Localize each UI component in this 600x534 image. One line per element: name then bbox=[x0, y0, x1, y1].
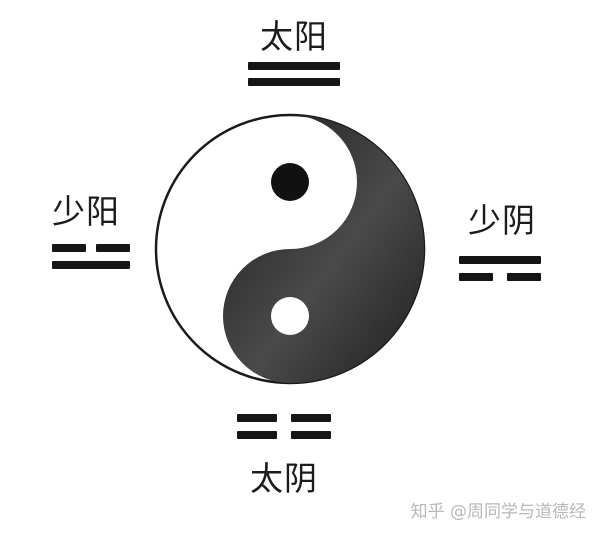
yin-eye-dot bbox=[271, 297, 309, 335]
symbol-line bbox=[291, 431, 331, 439]
symbol-line bbox=[248, 78, 340, 86]
symbol-line bbox=[237, 414, 277, 422]
yang-eye-dot bbox=[271, 163, 309, 201]
symbol-line bbox=[507, 273, 541, 281]
label-taiyang: 太阳 bbox=[260, 17, 328, 56]
symbol-line bbox=[52, 261, 130, 269]
symbol-line bbox=[52, 244, 86, 252]
symbol-line bbox=[291, 414, 331, 422]
symbol-line bbox=[459, 256, 541, 264]
label-taiyin: 太阴 bbox=[250, 459, 318, 498]
label-shaoyin: 少阴 bbox=[468, 201, 536, 240]
symbol-line bbox=[459, 273, 493, 281]
symbol-line bbox=[237, 431, 277, 439]
watermark-text: 知乎 @周同学与道德经 bbox=[410, 502, 586, 522]
symbol-line bbox=[248, 62, 340, 70]
symbol-line bbox=[96, 244, 130, 252]
label-shaoyang: 少阳 bbox=[52, 192, 120, 231]
